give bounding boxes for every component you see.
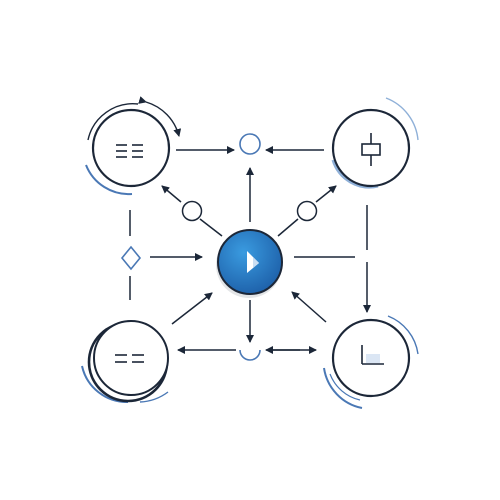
edge-hub-to-ulj — [199, 218, 223, 237]
node-top-right — [331, 97, 419, 189]
edge-ulj-to-topleft — [161, 185, 182, 203]
edge-bottomleft-to-hub — [171, 292, 213, 325]
node-bottom-left-outer-arc — [139, 391, 169, 403]
edge-hub-to-urj — [277, 218, 299, 237]
left-junction-diamond — [120, 245, 142, 271]
node-bottom-right — [323, 315, 419, 409]
center-hub[interactable] — [216, 229, 283, 298]
bar-chart-icon — [361, 345, 384, 365]
upper-right-junction-circle — [296, 200, 318, 222]
top-junction-circle — [239, 133, 261, 155]
node-top-right-accent-arc — [385, 97, 419, 141]
bottom-junction-circle — [239, 349, 261, 361]
vertical-connector-icon — [361, 133, 381, 166]
play-icon-shade — [253, 257, 259, 268]
node-bottom-right-accent-arc-outer — [323, 367, 363, 409]
node-top-left — [85, 96, 182, 196]
node-bottom-right-top-arc — [387, 315, 419, 355]
upper-left-junction-circle — [181, 200, 203, 222]
node-top-left-circle — [91, 108, 171, 188]
junctions — [120, 133, 318, 361]
edge-bottomright-to-hub — [291, 291, 327, 323]
node-bottom-left-circle — [93, 320, 169, 396]
node-bottom-left — [81, 320, 169, 404]
list-icon — [115, 354, 144, 363]
node-bottom-right-accent-arc-inner — [329, 373, 361, 401]
node-top-left-accent-arc — [85, 164, 133, 196]
list-icon — [116, 144, 143, 158]
edge-urj-to-topright — [315, 185, 337, 203]
node-top-left-orbit-arc — [87, 103, 139, 141]
node-top-left-orbit-arrow — [138, 96, 182, 137]
connections — [129, 146, 371, 354]
